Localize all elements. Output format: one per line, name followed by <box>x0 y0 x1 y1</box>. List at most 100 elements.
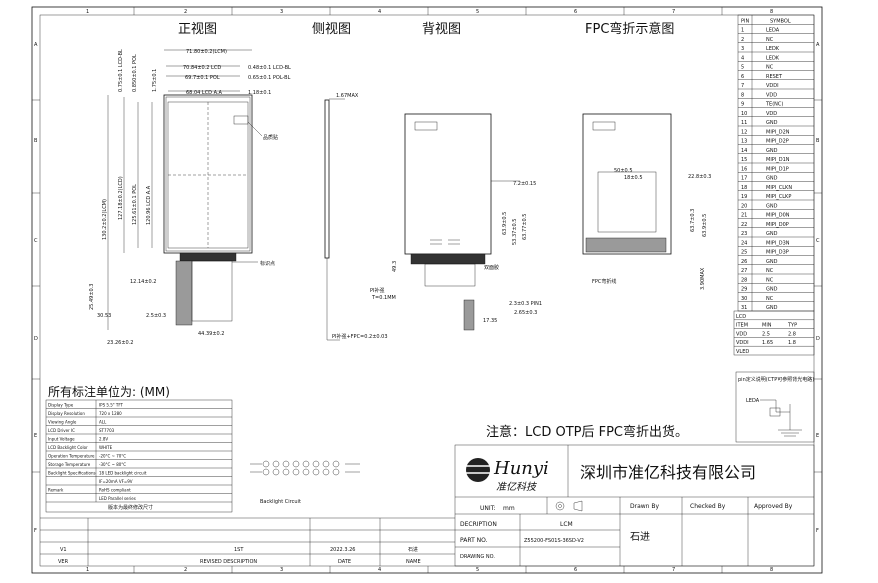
pin-number: 6 <box>741 74 744 80</box>
spec-value: ALL <box>99 420 107 425</box>
row-label: C <box>34 238 38 244</box>
pin-number: 5 <box>741 65 744 71</box>
col-label: 1 <box>86 567 89 573</box>
pin-number: 28 <box>741 277 747 283</box>
pin-symbol: MIPI_D0N <box>766 213 790 219</box>
circuit-title: pin定义说明(CTP可参照背光电路) <box>738 376 814 383</box>
pin-number: 18 <box>741 185 747 191</box>
spec-key: Storage Temperature <box>48 462 91 467</box>
ic-area <box>179 252 237 262</box>
pin-symbol: MIPI_CLKP <box>766 194 791 200</box>
pin-number: 20 <box>741 203 747 209</box>
pin-symbol: LEDA <box>766 28 780 34</box>
rev-head-date: DATE <box>338 559 351 565</box>
pin-number: 31 <box>741 305 747 311</box>
row-label: E <box>816 433 819 439</box>
dim-text: 1.67MAX <box>336 93 359 99</box>
voltage-cell: VDD <box>736 331 747 337</box>
spec-key: Operation Temperature <box>48 454 95 459</box>
led-diode-icon <box>322 460 330 468</box>
dim-text: 1.75±0.1 <box>152 69 158 92</box>
row-label: D <box>816 336 820 342</box>
desc-value: LCM <box>560 521 573 528</box>
dim-text: FPC弯折线 <box>592 278 616 285</box>
pin-symbol: NC <box>766 37 774 43</box>
led-diode-icon <box>322 468 330 476</box>
spec-footer: 版本为最终修改尺寸 <box>108 504 153 511</box>
pin-symbol: MIPI_CLKN <box>766 185 792 191</box>
led-diode-icon <box>312 468 320 476</box>
dim-text: 1.18±0.1 <box>248 90 271 96</box>
drawing-label: DRAWING NO. <box>460 554 495 560</box>
voltage-cell: VLED <box>736 349 749 355</box>
pin-symbol: GND <box>766 176 778 182</box>
rev-head-ver: VER <box>58 559 69 565</box>
pin-number: 3 <box>741 46 744 52</box>
pin-symbol: TE(NC) <box>765 102 783 108</box>
col-label: 5 <box>476 567 479 573</box>
pin-number: 4 <box>741 55 744 61</box>
pin-symbol: GND <box>766 148 778 154</box>
row-label: A <box>34 42 38 48</box>
quality-label <box>233 115 249 125</box>
pin-number: 30 <box>741 296 747 302</box>
title-block: Hunyi 准亿科技 深圳市准亿科技有限公司 UNIT: mm Drawn By… <box>454 444 815 567</box>
dim-text: 125.61±0.1 POL <box>132 184 138 225</box>
spec-value: IF=20mA VF=9V <box>99 479 133 484</box>
dim-text: 63.9±0.5 <box>502 212 508 235</box>
part-number: Z55200-FS01S-36SD-V2 <box>524 538 584 544</box>
col-label: 4 <box>378 9 381 15</box>
column-markers-bottom: 1 2 3 4 5 6 7 8 <box>86 566 773 573</box>
pin-symbol: GND <box>766 305 778 311</box>
dim-text: 120.96 LCD A.A <box>146 185 152 225</box>
pin-symbol: MIPI_D3N <box>766 240 790 246</box>
row-label: E <box>34 433 37 439</box>
spec-key: Display Type <box>48 403 74 408</box>
col-label: 7 <box>672 567 675 573</box>
dim-text: 7.2±0.15 <box>513 181 536 187</box>
fpc-tail <box>175 260 193 326</box>
pin-symbol: MIPI_D3P <box>766 250 789 256</box>
pin-number: 29 <box>741 287 747 293</box>
projection-symbol-icon <box>555 501 565 511</box>
company-logo-icon <box>466 458 490 482</box>
col-label: 8 <box>770 567 773 573</box>
rev-head-name: NAME <box>406 559 421 565</box>
row-label: B <box>816 138 820 144</box>
title-fpc-view: FPC弯折示意图 <box>585 21 674 37</box>
side-view: 1.67MAX PI补强+FPC=0.2±0.03 <box>324 93 388 341</box>
voltage-cell: 1.8 <box>788 340 796 346</box>
pin-number: 26 <box>741 259 747 265</box>
led-diode-icon <box>302 460 310 468</box>
dim-text: 22.8±0.3 <box>688 174 711 180</box>
pi-stiffener <box>463 299 475 331</box>
col-label: 3 <box>280 567 283 573</box>
dim-text: 0.75±0.1 LCD-BL <box>118 49 124 92</box>
voltage-cell: 1.65 <box>762 340 773 346</box>
pin-symbol: LEDK <box>766 46 780 52</box>
pin-number: 23 <box>741 231 747 237</box>
pin-number: 2 <box>741 37 744 43</box>
spec-value: WHITE <box>99 445 113 450</box>
pin-symbol: NC <box>766 268 774 274</box>
voltage-cell: TYP <box>787 323 797 329</box>
spec-value: RoHS compliant <box>99 488 131 493</box>
logo-cn: 准亿科技 <box>496 481 538 493</box>
dim-text: PI补强+FPC=0.2±0.03 <box>332 333 388 340</box>
dim-text: 23.26±0.2 <box>107 340 133 346</box>
pin-number: 13 <box>741 139 747 145</box>
led-diode-icon <box>312 460 320 468</box>
spec-key: Remark <box>48 488 64 493</box>
pin-table-header: PIN <box>741 18 749 24</box>
quality-label-text: 品质贴 <box>263 134 278 141</box>
logo-text: Hunyi <box>493 458 549 479</box>
pin-number: 16 <box>741 166 747 172</box>
pin-number: 9 <box>741 102 744 108</box>
led-diode-icon <box>282 460 290 468</box>
pin-number: 25 <box>741 250 747 256</box>
pin-symbol: NC <box>766 296 774 302</box>
pin-number: 19 <box>741 194 747 200</box>
